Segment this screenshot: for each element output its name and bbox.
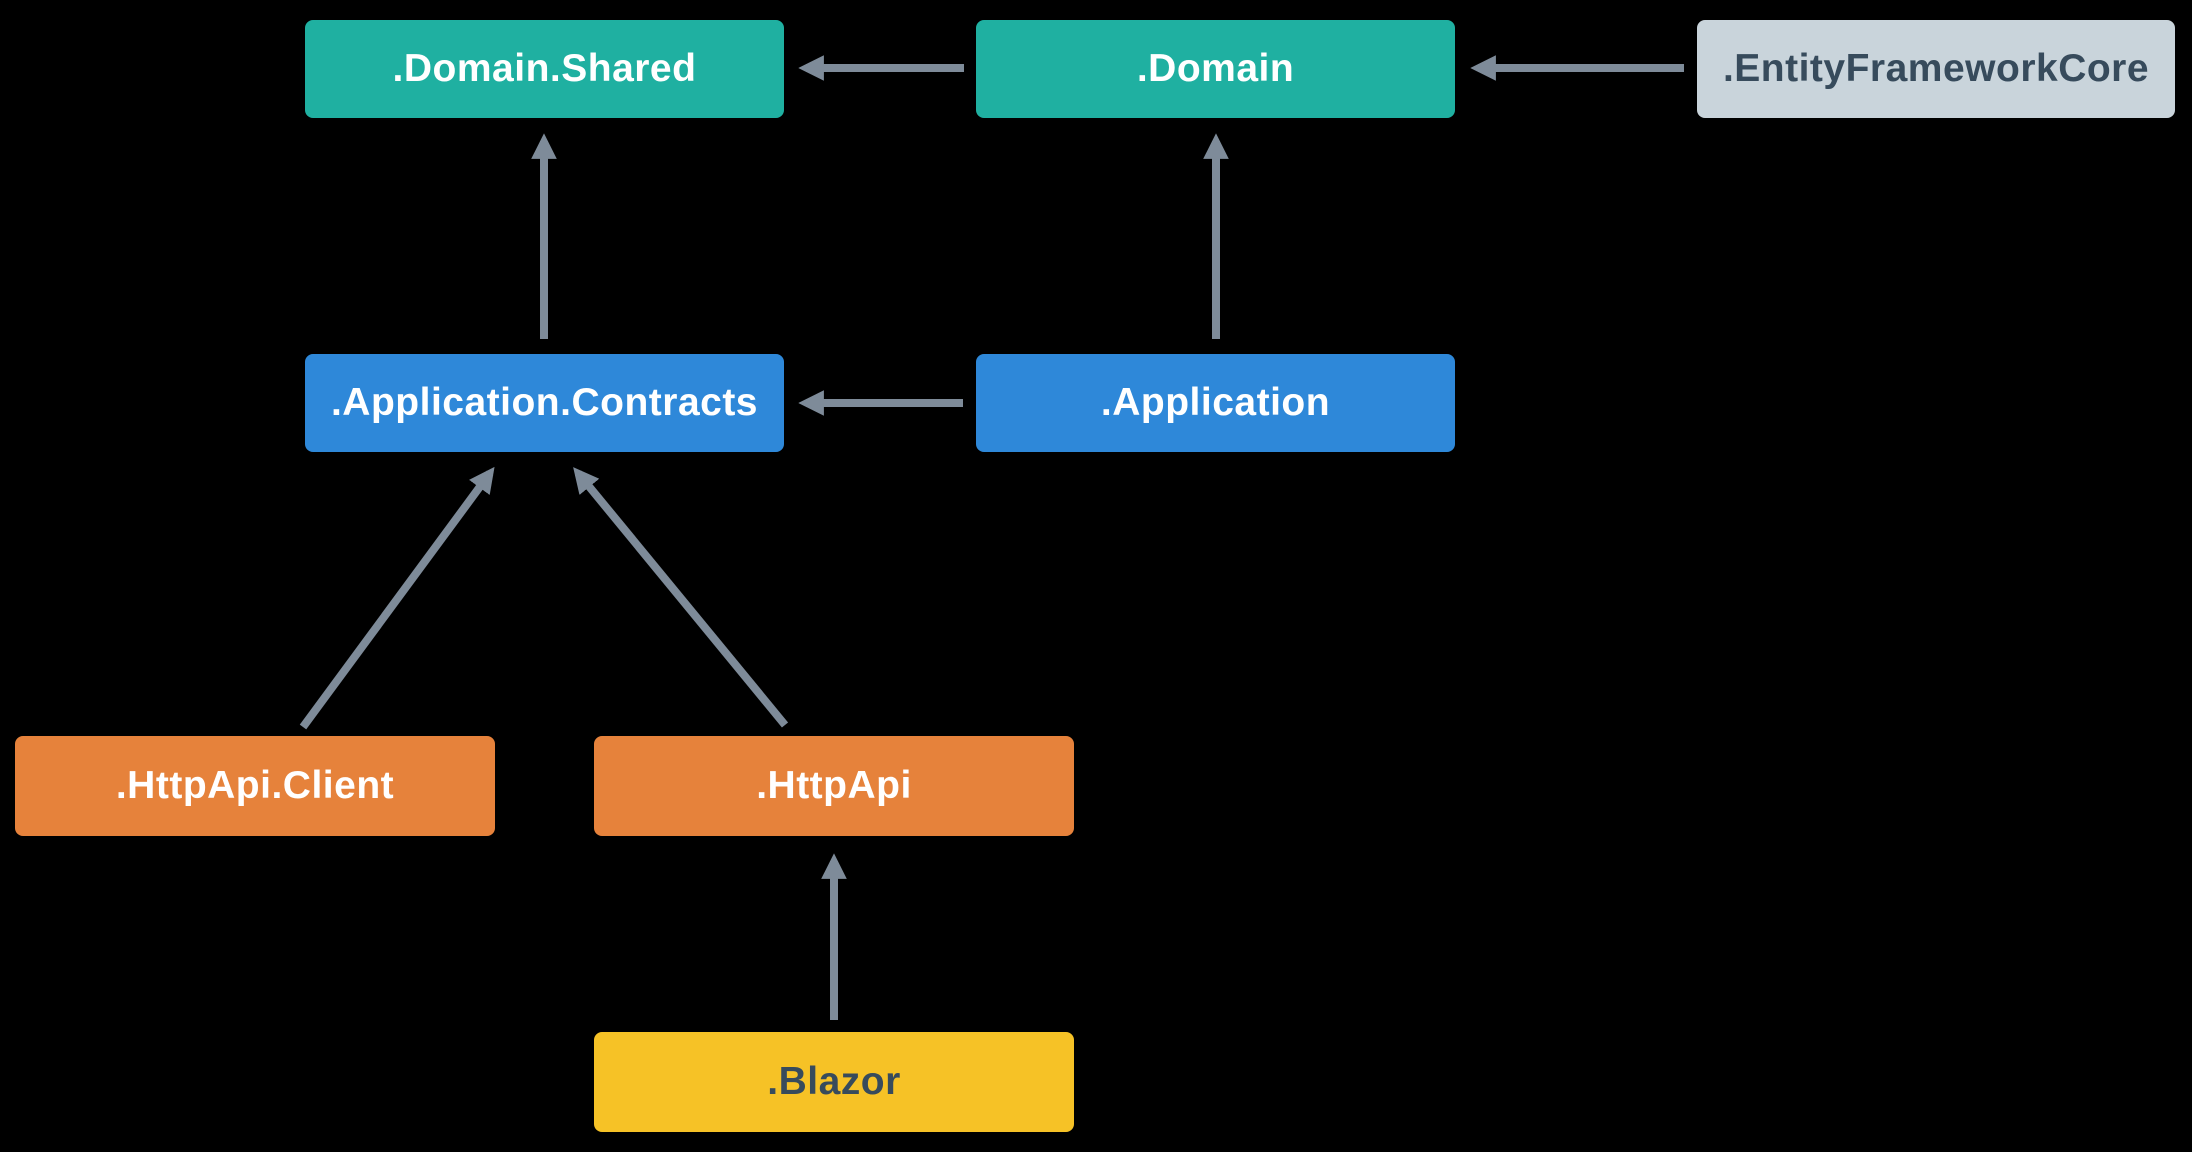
node-httpapi-label: .HttpApi bbox=[756, 764, 912, 807]
node-domain-shared: .Domain.Shared bbox=[305, 20, 784, 118]
node-application-label: .Application bbox=[1100, 381, 1331, 424]
node-blazor: .Blazor bbox=[594, 1032, 1074, 1132]
edge-httpapi-to-application-contracts bbox=[573, 467, 789, 728]
node-domain-label: .Domain bbox=[1136, 47, 1295, 90]
edge-httpapi-client-to-application-contracts bbox=[299, 466, 495, 730]
node-httpapi: .HttpApi bbox=[594, 736, 1074, 836]
node-application-contracts: .Application.Contracts bbox=[305, 354, 784, 452]
node-httpapi-client-label: .HttpApi.Client bbox=[115, 764, 395, 807]
node-domain-shared-label: .Domain.Shared bbox=[392, 47, 697, 90]
node-httpapi-client: .HttpApi.Client bbox=[15, 736, 495, 836]
node-blazor-label: .Blazor bbox=[767, 1060, 901, 1103]
node-entity-framework-core: .EntityFrameworkCore bbox=[1697, 20, 2175, 118]
node-application: .Application bbox=[976, 354, 1455, 452]
node-domain: .Domain bbox=[976, 20, 1455, 118]
node-entity-framework-core-label: .EntityFrameworkCore bbox=[1722, 47, 2150, 90]
node-application-contracts-label: .Application.Contracts bbox=[330, 381, 759, 424]
